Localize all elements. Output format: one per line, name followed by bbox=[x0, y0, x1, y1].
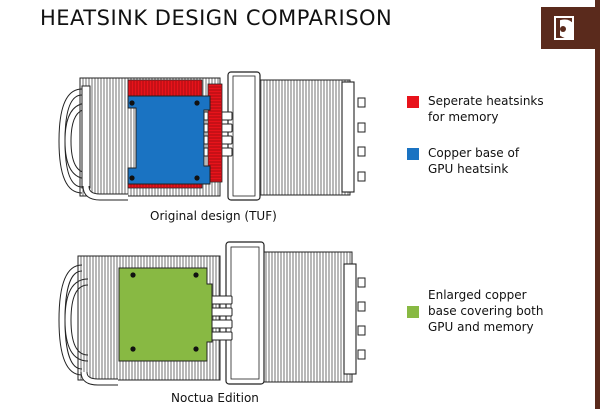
enlarged-base-screws bbox=[130, 272, 199, 352]
original-heatsink-diagram bbox=[58, 71, 366, 201]
noctua-owl-icon bbox=[541, 7, 600, 49]
mounting-tabs-right bbox=[357, 277, 366, 360]
gpu-base-screws bbox=[129, 100, 200, 181]
legend-label-gpu: Copper base of GPU heatsink bbox=[428, 146, 520, 176]
legend-enlarged: Enlarged copper base covering both GPU a… bbox=[407, 287, 543, 335]
heatsink-frame-right bbox=[343, 263, 357, 375]
brand-stripe bbox=[595, 0, 600, 409]
legend-swatch-gpu bbox=[407, 148, 419, 160]
legend-memory: Seperate heatsinks for memory bbox=[407, 93, 544, 125]
mounting-tabs-right bbox=[357, 97, 366, 182]
legend-label-memory: Seperate heatsinks for memory bbox=[428, 94, 544, 124]
enlarged-copper-base-green bbox=[118, 267, 213, 362]
heatsink-frame-right bbox=[341, 81, 355, 193]
legend-swatch-enlarged bbox=[407, 306, 419, 318]
legend-gpu: Copper base of GPU heatsink bbox=[407, 145, 519, 177]
legend-label-enlarged: Enlarged copper base covering both GPU a… bbox=[428, 288, 544, 334]
caption-noctua: Noctua Edition bbox=[171, 391, 259, 405]
heatpipe-vertical bbox=[81, 85, 91, 189]
caption-original: Original design (TUF) bbox=[150, 209, 277, 223]
gpu-copper-base-blue bbox=[127, 95, 211, 185]
page-title: HEATSINK DESIGN COMPARISON bbox=[40, 6, 393, 30]
noctua-heatsink-diagram bbox=[58, 241, 366, 386]
legend-swatch-memory bbox=[407, 96, 419, 108]
